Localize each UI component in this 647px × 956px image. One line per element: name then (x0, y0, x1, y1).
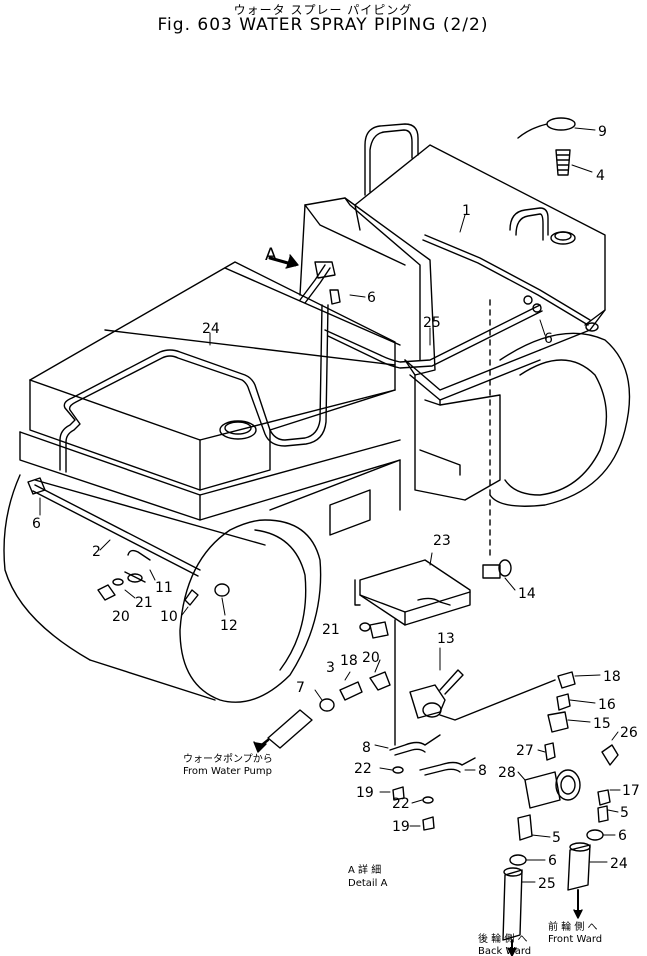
piping (32, 234, 591, 746)
callout-15: 15 (593, 716, 611, 732)
cap-part-9 (546, 117, 576, 131)
callout-5: 5 (552, 830, 561, 846)
detail-a-label: Detail A (348, 878, 388, 889)
callout-10: 10 (160, 609, 178, 625)
clamp-part-8a (389, 734, 441, 751)
detail-a-jp: A 詳 細 (348, 863, 381, 876)
callout-21: 21 (135, 595, 153, 611)
callout-22: 22 (354, 761, 372, 777)
annotations: ウォータポンプから From Water Pump A 詳 細 Detail A… (183, 753, 602, 956)
from-water-pump-jp: ウォータポンプから (183, 753, 273, 765)
callout-19: 19 (356, 785, 374, 801)
nozzle-part-10 (184, 589, 199, 606)
callout-11: 11 (155, 580, 173, 596)
callout-21: 21 (322, 622, 340, 638)
callout-13: 13 (437, 631, 455, 647)
callout-26: 26 (620, 725, 638, 741)
callout-5: 5 (620, 805, 629, 821)
callout-14: 14 (518, 586, 536, 602)
callout-4: 4 (596, 168, 605, 184)
callout-19: 19 (392, 819, 410, 835)
callout-7: 7 (296, 680, 305, 696)
callout-18: 18 (340, 653, 358, 669)
callout-22: 22 (392, 796, 410, 812)
callout-16: 16 (598, 697, 616, 713)
back-ward-jp: 後 輪 側 へ (478, 932, 528, 945)
callout-18: 18 (603, 669, 621, 685)
strainer-part-28 (524, 771, 561, 809)
parts (27, 117, 619, 956)
callout-17: 17 (622, 783, 640, 799)
callout-9: 9 (598, 124, 607, 140)
from-water-pump-label: From Water Pump (183, 766, 272, 777)
callout-6: 6 (367, 290, 376, 306)
callout-24: 24 (202, 321, 220, 337)
tee-part-15 (547, 711, 569, 733)
hose-from-water-pump (267, 709, 313, 749)
valve-part-13 (409, 684, 446, 719)
bracket-part-23 (359, 559, 471, 626)
leader-lines (39, 127, 621, 883)
callout-20: 20 (362, 650, 380, 666)
callout-6: 6 (618, 828, 627, 844)
valve-part-14 (482, 564, 501, 579)
callout-12: 12 (220, 618, 238, 634)
callout-1: 1 (462, 203, 471, 219)
callout-25: 25 (423, 315, 441, 331)
callout-2: 2 (92, 544, 101, 560)
callout-3: 3 (326, 660, 335, 676)
hose-part-25 (502, 869, 523, 941)
callout-20: 20 (112, 609, 130, 625)
clamp-part-8b (419, 757, 476, 771)
machine-body (3, 123, 631, 703)
callout-25: 25 (538, 876, 556, 892)
front-ward-label: Front Ward (548, 934, 602, 945)
figure-title: Fig. 603 WATER SPRAY PIPING (2/2) (158, 15, 489, 35)
callout-27: 27 (516, 743, 534, 759)
callout-6: 6 (544, 331, 553, 347)
callout-24: 24 (610, 856, 628, 872)
callout-8: 8 (478, 763, 487, 779)
callout-8: 8 (362, 740, 371, 756)
callout-6: 6 (32, 516, 41, 532)
view-marker-a: A (265, 245, 277, 265)
front-ward-jp: 前 輪 側 へ (548, 920, 598, 933)
back-ward-label: Back Ward (478, 946, 531, 956)
callout-28: 28 (498, 765, 516, 781)
connector-detail-a (314, 261, 336, 279)
strainer-part-4 (555, 149, 571, 176)
callout-6: 6 (548, 853, 557, 869)
plug-part-12 (214, 583, 230, 597)
callout-23: 23 (433, 533, 451, 549)
clamp-part-11 (127, 549, 151, 561)
callout-numbers: 9 4 1 6 6 25 24 6 2 11 21 20 10 12 23 14… (32, 124, 640, 892)
hose-part-24 (567, 844, 591, 891)
title-japanese: ウォータ スプレー パイピング (234, 3, 413, 17)
